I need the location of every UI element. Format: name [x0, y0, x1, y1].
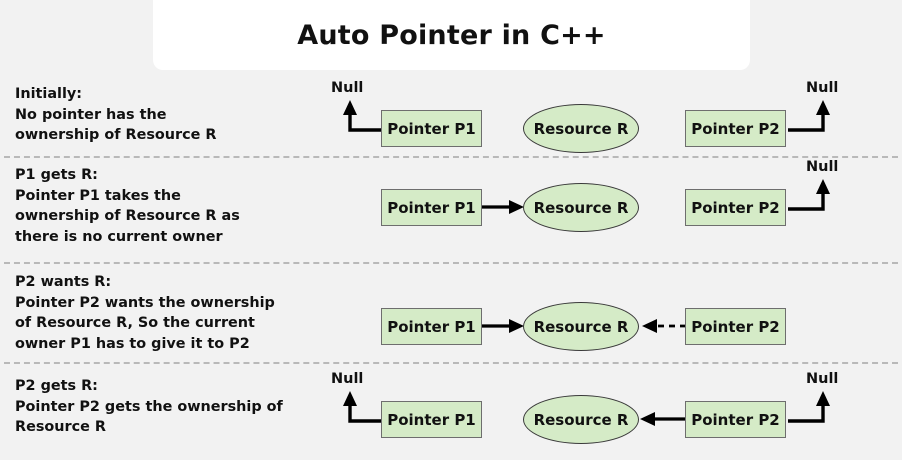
node-pointer-p2-label: Pointer P2	[691, 317, 780, 336]
p2-wants-resource-edge	[642, 319, 686, 333]
p2-null-edge	[788, 179, 830, 211]
node-resource-r[interactable]: Resource R	[523, 395, 639, 444]
p2-to-resource-edge	[640, 412, 686, 426]
p1-null-edge	[343, 391, 385, 423]
row-description-initially: Initially: No pointer has the ownership …	[15, 86, 217, 143]
row-description-p1-gets-r: P1 gets R: Pointer P1 takes the ownershi…	[15, 167, 240, 245]
node-pointer-p2[interactable]: Pointer P2	[685, 401, 786, 438]
node-pointer-p1-label: Pointer P1	[387, 317, 476, 336]
row-description-p2-gets-r: P2 gets R: Pointer P2 gets the ownership…	[15, 378, 283, 435]
node-resource-r-label: Resource R	[533, 317, 629, 336]
row-description-p2-wants-r: P2 wants R: Pointer P2 wants the ownersh…	[15, 274, 275, 352]
node-resource-r[interactable]: Resource R	[523, 183, 639, 232]
node-resource-r[interactable]: Resource R	[523, 302, 639, 351]
null-label-right: Null	[806, 371, 839, 387]
p1-null-edge	[343, 100, 385, 132]
null-label-left: Null	[331, 371, 364, 387]
node-pointer-p1[interactable]: Pointer P1	[381, 110, 482, 147]
node-pointer-p2[interactable]: Pointer P2	[685, 189, 786, 226]
null-label-right: Null	[806, 80, 839, 96]
node-pointer-p1[interactable]: Pointer P1	[381, 401, 482, 438]
p2-null-edge	[788, 391, 830, 423]
null-label-left: Null	[331, 80, 364, 96]
row-divider-3	[4, 362, 898, 364]
node-pointer-p1-label: Pointer P1	[387, 410, 476, 429]
p2-null-edge	[788, 100, 830, 132]
node-pointer-p2[interactable]: Pointer P2	[685, 308, 786, 345]
title-banner: Auto Pointer in C++	[153, 0, 750, 70]
page-title: Auto Pointer in C++	[297, 19, 606, 51]
node-resource-r-label: Resource R	[533, 198, 629, 217]
node-pointer-p2[interactable]: Pointer P2	[685, 110, 786, 147]
node-pointer-p1[interactable]: Pointer P1	[381, 189, 482, 226]
node-pointer-p1[interactable]: Pointer P1	[381, 308, 482, 345]
node-resource-r-label: Resource R	[533, 119, 629, 138]
null-label-right: Null	[806, 159, 839, 175]
node-pointer-p2-label: Pointer P2	[691, 119, 780, 138]
p1-to-resource-edge	[482, 319, 524, 333]
row-divider-2	[4, 262, 898, 264]
p1-to-resource-edge	[482, 200, 524, 214]
node-pointer-p1-label: Pointer P1	[387, 198, 476, 217]
node-pointer-p1-label: Pointer P1	[387, 119, 476, 138]
node-pointer-p2-label: Pointer P2	[691, 198, 780, 217]
node-resource-r[interactable]: Resource R	[523, 104, 639, 153]
row-divider-1	[4, 156, 898, 158]
node-resource-r-label: Resource R	[533, 410, 629, 429]
node-pointer-p2-label: Pointer P2	[691, 410, 780, 429]
